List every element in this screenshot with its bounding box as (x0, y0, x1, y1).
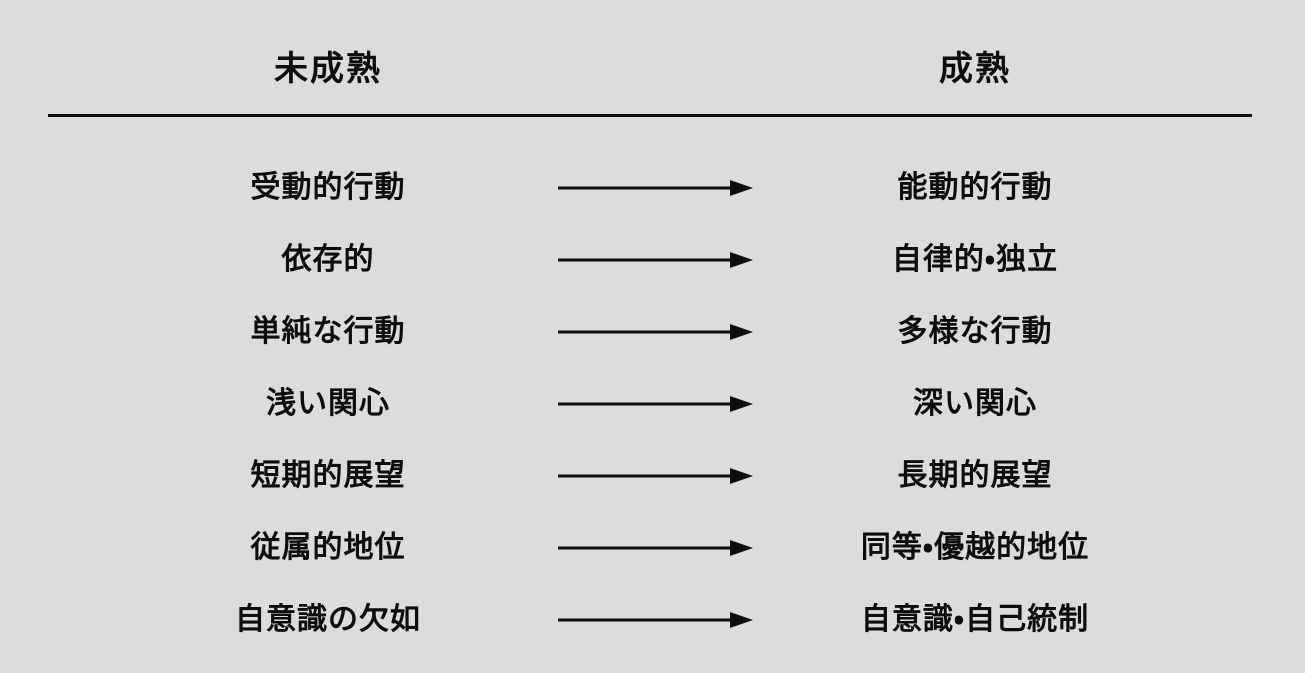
mature-trait: 深い関心 (913, 386, 1037, 421)
table-row-3: 単純な行動 多様な行動 (0, 296, 1305, 368)
mature-trait: 多様な行動 (897, 314, 1053, 349)
table-row-6: 従属的地位 同等・優越的地位 (0, 512, 1305, 584)
comparison-rows: 受動的行動 能動的行動 依存的 自律的・独立 単純な行動 多様な行動 (0, 152, 1305, 656)
right-arrow-icon (556, 368, 756, 440)
right-arrow-icon (556, 584, 756, 656)
immature-trait: 短期的展望 (250, 458, 406, 493)
immature-trait: 自意識の欠如 (235, 602, 421, 637)
immature-trait: 受動的行動 (250, 170, 406, 205)
table-row-2: 依存的 自律的・独立 (0, 224, 1305, 296)
right-arrow-icon (556, 296, 756, 368)
mature-trait: 自律的・独立 (891, 242, 1059, 277)
right-arrow-icon (556, 440, 756, 512)
mature-trait: 長期的展望 (897, 458, 1053, 493)
column-header-row: 未成熟 成熟 (0, 44, 1305, 100)
column-header-mature: 成熟 (939, 49, 1011, 89)
table-row-7: 自意識の欠如 自意識・自己統制 (0, 584, 1305, 656)
immature-trait: 従属的地位 (250, 530, 406, 565)
table-row-1: 受動的行動 能動的行動 (0, 152, 1305, 224)
table-row-4: 浅い関心 深い関心 (0, 368, 1305, 440)
immature-trait: 浅い関心 (266, 386, 390, 421)
right-arrow-icon (556, 224, 756, 296)
immature-trait: 単純な行動 (250, 314, 406, 349)
header-divider-rule (48, 114, 1252, 117)
mature-trait: 自意識・自己統制 (860, 602, 1090, 637)
right-arrow-icon (556, 152, 756, 224)
table-row-5: 短期的展望 長期的展望 (0, 440, 1305, 512)
right-arrow-icon (556, 512, 756, 584)
mature-trait: 同等・優越的地位 (860, 530, 1090, 565)
column-header-immature: 未成熟 (274, 49, 382, 89)
immature-trait: 依存的 (281, 242, 375, 277)
mature-trait: 能動的行動 (897, 170, 1053, 205)
